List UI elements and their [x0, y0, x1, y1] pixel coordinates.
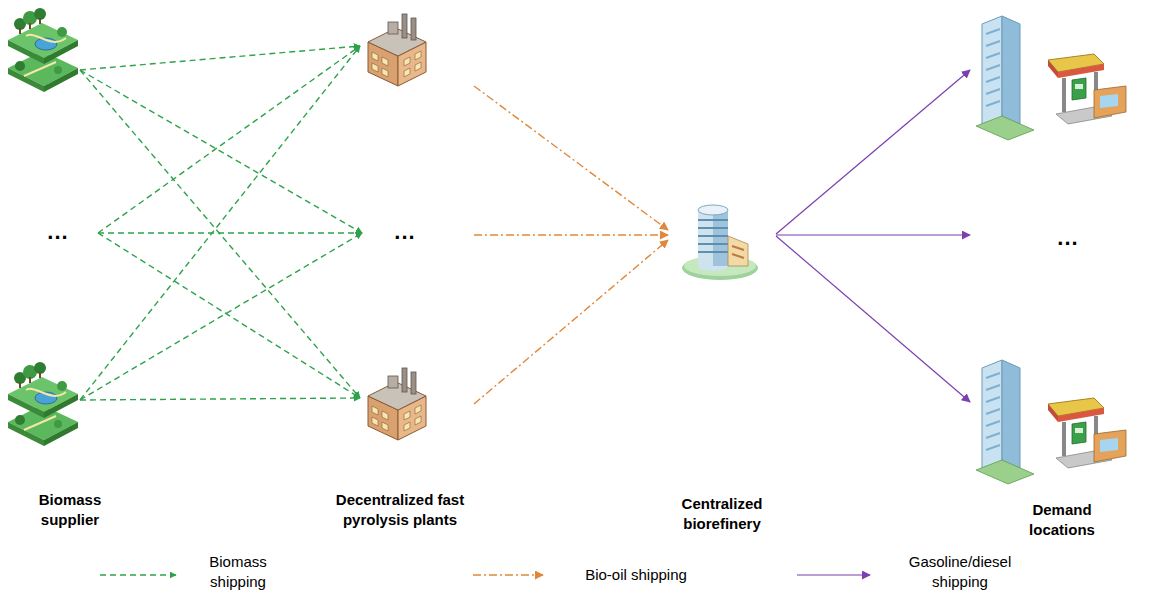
legend-text: Bio-oil shipping — [556, 565, 716, 585]
biorefinery-icon — [682, 205, 758, 280]
legend-text: Gasoline/diesel shipping — [898, 552, 1022, 591]
legend-line-sample — [100, 574, 176, 575]
ellipsis: ... — [380, 218, 430, 247]
legend-text: Biomass shipping — [198, 552, 278, 591]
demand-location-icon — [976, 16, 1126, 140]
demand-location-icon — [976, 360, 1126, 484]
legend-line-sample — [473, 574, 543, 575]
column-title: Biomass supplier — [28, 490, 112, 529]
column-title: Decentralized fast pyrolysis plants — [320, 490, 480, 529]
biomass-supplier-icon — [8, 8, 78, 92]
pyrolysis-plant-icon — [368, 368, 426, 440]
column-title: Demand locations — [1020, 500, 1104, 539]
biomass-supplier-icon — [8, 362, 78, 446]
fuel-shipping-lines — [776, 70, 970, 402]
column-title: Centralized biorefinery — [670, 494, 774, 533]
ellipsis: ... — [33, 218, 83, 247]
ellipsis: ... — [1043, 224, 1093, 253]
biomass-shipping-lines — [80, 46, 362, 400]
pyrolysis-plant-icon — [368, 14, 426, 86]
legend-line-sample — [797, 574, 870, 575]
bio-oil-shipping-lines — [474, 86, 668, 404]
